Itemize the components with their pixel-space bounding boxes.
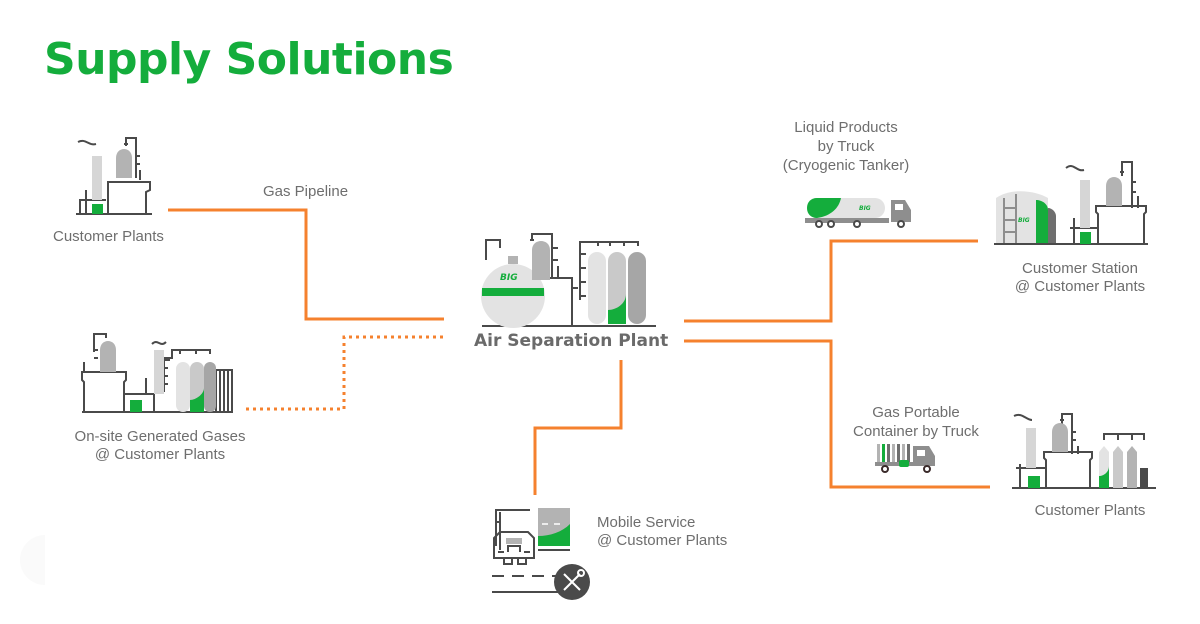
factory-icon [76,137,152,215]
svg-text:BIG: BIG [859,205,871,212]
center-label: Air Separation Plant [474,331,669,351]
gas-pipeline-label: Gas Pipeline [263,183,349,200]
factory-cylinders-icon [1012,413,1156,489]
gas-pipeline-line [168,208,444,321]
gas-container-line [684,339,990,489]
page-title: Supply Solutions [44,34,454,85]
liquid-truck-line [684,239,978,323]
mobile-service-truck-icon [492,508,590,600]
onsite-dotted-line [246,335,444,411]
brand-mark: BIG [500,273,518,283]
customer-plants-bottom-label: Customer Plants [1034,502,1146,519]
cylinder-truck-icon [875,444,935,473]
onsite-label-line2: @ Customer Plants [94,446,226,463]
customer-station-label-line2: @ Customer Plants [1014,278,1146,295]
onsite-generator-icon [81,333,233,413]
onsite-label-line1: On-site Generated Gases [74,428,246,445]
gas-container-label-line1: Gas Portable [872,404,960,421]
svg-text:BIG: BIG [1018,217,1030,224]
air-separation-plant-icon: BIG [481,233,656,328]
mobile-service-label-line2: @ Customer Plants [597,532,728,549]
gas-container-label-line2: Container by Truck [853,423,979,440]
customer-plants-top-label: Customer Plants [53,228,164,245]
liquid-truck-label-line3: (Cryogenic Tanker) [782,157,910,174]
liquid-truck-label-line2: by Truck [817,138,875,155]
tools-icon [563,569,585,591]
cryogenic-tanker-truck-icon: BIG [805,198,911,228]
mobile-service-line [533,360,623,495]
liquid-truck-label-line1: Liquid Products [794,119,898,136]
customer-station-label-line1: Customer Station [1022,260,1138,277]
storage-tank-factory-icon: BIG [994,161,1148,245]
mobile-service-label-line1: Mobile Service [597,514,696,531]
